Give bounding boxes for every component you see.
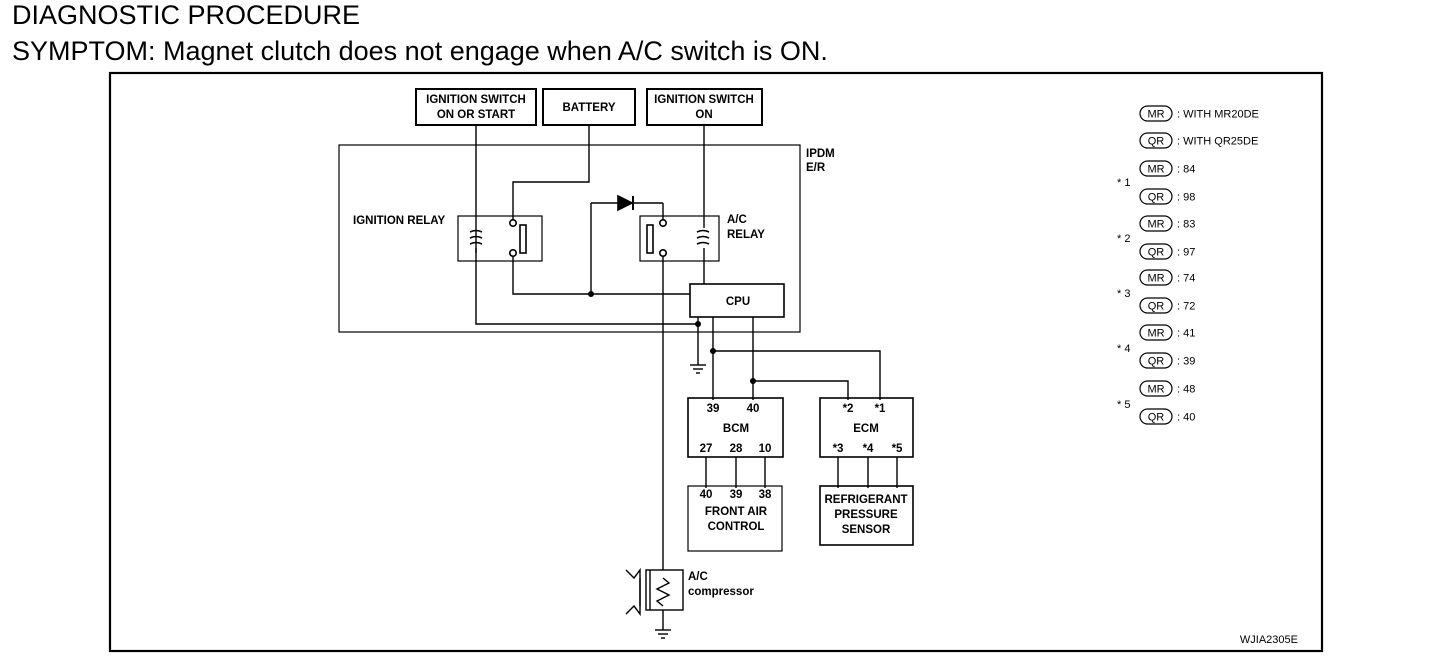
badge-qr: QR [1148, 136, 1165, 148]
note-value: : 98 [1177, 192, 1195, 204]
front-air-label: FRONT AIR [705, 506, 768, 518]
figure-id: WJIA2305E [1240, 634, 1298, 646]
ignition-relay [457, 215, 543, 262]
front-air-pin: 39 [730, 489, 743, 501]
badge-mr: MR [1147, 273, 1164, 285]
supply-label: IGNITION SWITCH [426, 94, 526, 106]
note-4: * 4 MR : 41 QR : 39 [1117, 324, 1195, 369]
diagram-frame [108, 71, 1324, 653]
ipdm-label: IPDM [806, 148, 835, 160]
wires [475, 125, 898, 630]
note-value: : 41 [1177, 328, 1195, 340]
supply-label: ON [695, 109, 712, 121]
badge-mr: MR [1147, 109, 1164, 121]
ac-relay-label: A/C [727, 214, 747, 226]
bcm-pin: 28 [730, 443, 743, 455]
ac-relay-label: RELAY [727, 229, 765, 241]
sensor-label: REFRIGERANT [824, 494, 907, 506]
badge-qr: QR [1148, 247, 1165, 259]
note-value: : 39 [1177, 356, 1195, 368]
bcm-pin: 27 [700, 443, 713, 455]
supply-label: IGNITION SWITCH [654, 94, 754, 106]
badge-qr: QR [1148, 356, 1165, 368]
ignition-switch-on-or-start-box: IGNITION SWITCH ON OR START [415, 88, 537, 126]
page-title: DIAGNOSTIC PROCEDURE [12, 0, 361, 30]
supply-label: BATTERY [562, 102, 615, 114]
note-2: * 2 MR : 83 QR : 97 [1117, 215, 1195, 260]
ecm-pin: *5 [892, 443, 903, 455]
diode-symbol [591, 194, 663, 212]
legend-row-qr: QR : WITH QR25DE [1139, 132, 1258, 149]
note-label: * 2 [1117, 233, 1130, 245]
splice-dots [588, 291, 756, 384]
badge-qr: QR [1148, 301, 1165, 313]
legend-text: : WITH MR20DE [1177, 109, 1259, 121]
note-value: : 83 [1177, 219, 1195, 231]
badge-qr: QR [1148, 192, 1165, 204]
note-5: * 5 MR : 48 QR : 40 [1117, 380, 1195, 425]
note-3: * 3 MR : 74 QR : 72 [1117, 269, 1195, 314]
ecm-pin: *4 [863, 443, 874, 455]
cpu-box [689, 283, 785, 318]
battery-box: BATTERY [542, 88, 636, 126]
bcm-pin: 39 [707, 403, 720, 415]
bcm-pin: 40 [747, 403, 760, 415]
refrigerant-sensor-box: REFRIGERANT PRESSURE SENSOR [819, 485, 914, 546]
front-air-pin: 38 [759, 489, 772, 501]
badge-qr: QR [1148, 412, 1165, 424]
note-value: : 72 [1177, 301, 1195, 313]
sensor-label: PRESSURE [834, 509, 898, 521]
ecm-label: ECM [853, 423, 879, 435]
ignition-switch-on-box: IGNITION SWITCH ON [646, 88, 763, 126]
bcm-label: BCM [723, 423, 749, 435]
note-value: : 84 [1177, 164, 1195, 176]
badge-mr: MR [1147, 164, 1164, 176]
note-label: * 4 [1117, 343, 1130, 355]
front-air-label: CONTROL [708, 521, 765, 533]
ipdm-label: E/R [806, 162, 826, 174]
legend-row-mr: MR : WITH MR20DE [1139, 105, 1259, 122]
compressor-label: compressor [688, 586, 754, 598]
note-label: * 3 [1117, 288, 1130, 300]
ground-symbol [690, 364, 706, 374]
symptom-text: SYMPTOM: Magnet clutch does not engage w… [12, 36, 828, 66]
note-value: : 97 [1177, 247, 1195, 259]
ac-relay [639, 215, 720, 262]
ground-symbol [655, 629, 671, 639]
compressor-label: A/C [688, 571, 708, 583]
bcm-box: 39 40 BCM 27 28 10 [687, 397, 784, 458]
note-value: : 40 [1177, 412, 1195, 424]
ecm-pin: *1 [875, 403, 886, 415]
ecm-pin: *2 [843, 403, 854, 415]
sensor-label: SENSOR [842, 524, 891, 536]
badge-mr: MR [1147, 384, 1164, 396]
ipdm-box [338, 144, 801, 333]
compressor-symbol [625, 567, 684, 617]
badge-mr: MR [1147, 328, 1164, 340]
note-1: * 1 MR : 84 QR : 98 [1117, 160, 1195, 205]
note-label: * 1 [1117, 177, 1130, 189]
supply-label: ON OR START [437, 109, 515, 121]
ignition-relay-label: IGNITION RELAY [353, 215, 446, 227]
ecm-pin: *3 [833, 443, 844, 455]
note-value: : 48 [1177, 384, 1195, 396]
legend-text: : WITH QR25DE [1177, 136, 1258, 148]
ecm-box: *2 *1 ECM *3 *4 *5 [819, 397, 914, 458]
note-value: : 74 [1177, 273, 1195, 285]
cpu-label: CPU [726, 296, 750, 308]
bcm-pin: 10 [759, 443, 772, 455]
front-air-pin: 40 [700, 489, 713, 501]
front-air-control-box: 40 39 38 FRONT AIR CONTROL [687, 485, 783, 552]
badge-mr: MR [1147, 219, 1164, 231]
legend: MR : WITH MR20DE QR : WITH QR25DE * 1 MR… [1117, 105, 1259, 425]
note-label: * 5 [1117, 399, 1130, 411]
